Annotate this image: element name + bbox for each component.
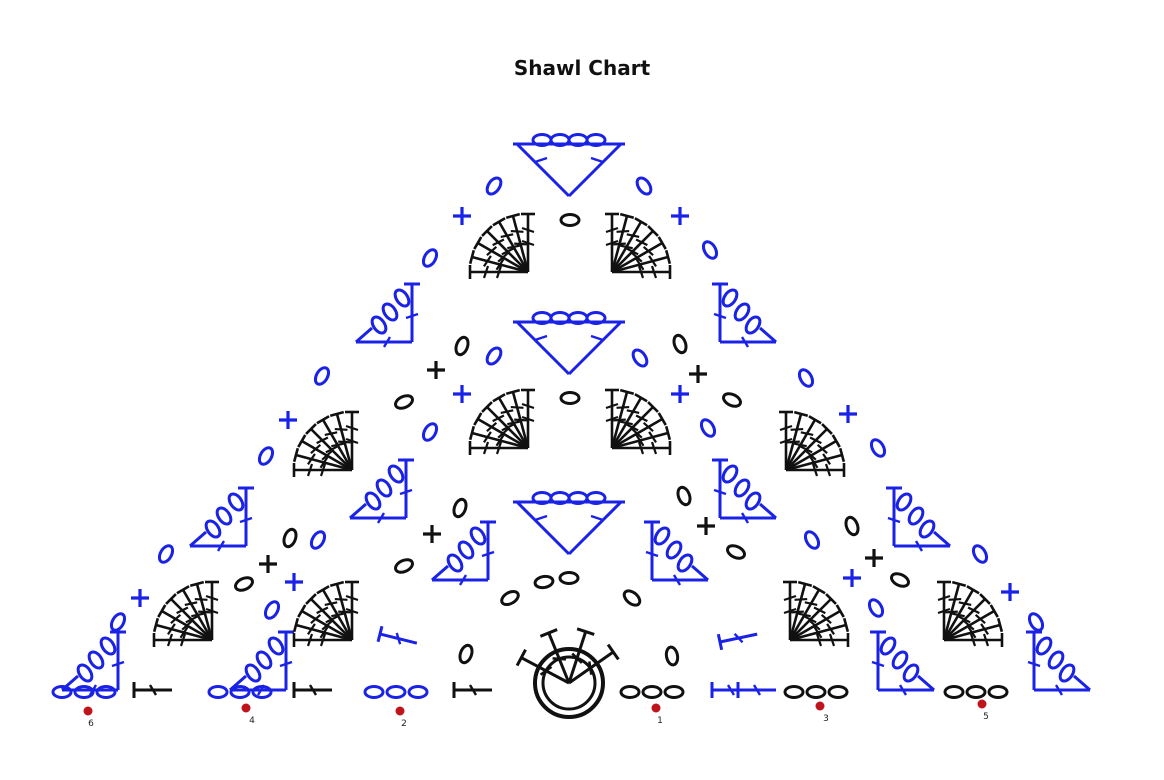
- center-ring-stitches: [456, 571, 681, 693]
- blue-chains: [107, 173, 1047, 635]
- row-marker: 3: [815, 701, 829, 724]
- center-v-shapes: [513, 135, 625, 555]
- row-marker: 2: [395, 706, 407, 729]
- row-marker-label: 2: [401, 719, 407, 729]
- row-marker-label: 4: [249, 716, 255, 726]
- row-marker: 1: [651, 703, 663, 726]
- fan-groups: [154, 214, 1002, 647]
- row-marker: 5: [977, 699, 989, 722]
- row-marker-label: 1: [657, 716, 663, 726]
- black-chains: [232, 213, 912, 595]
- row-marker: 6: [83, 706, 94, 729]
- row-marker-label: 5: [983, 712, 989, 722]
- row-marker-label: 6: [88, 719, 94, 729]
- row-markers: 6 4 2 1 3 5: [83, 699, 989, 729]
- row-marker: 4: [241, 703, 255, 726]
- side-triangles: [190, 284, 950, 585]
- baseline-row: [51, 632, 1090, 719]
- chart-title: Shawl Chart: [513, 56, 651, 80]
- magic-ring-icon: [533, 647, 605, 719]
- row-marker-label: 3: [823, 714, 829, 724]
